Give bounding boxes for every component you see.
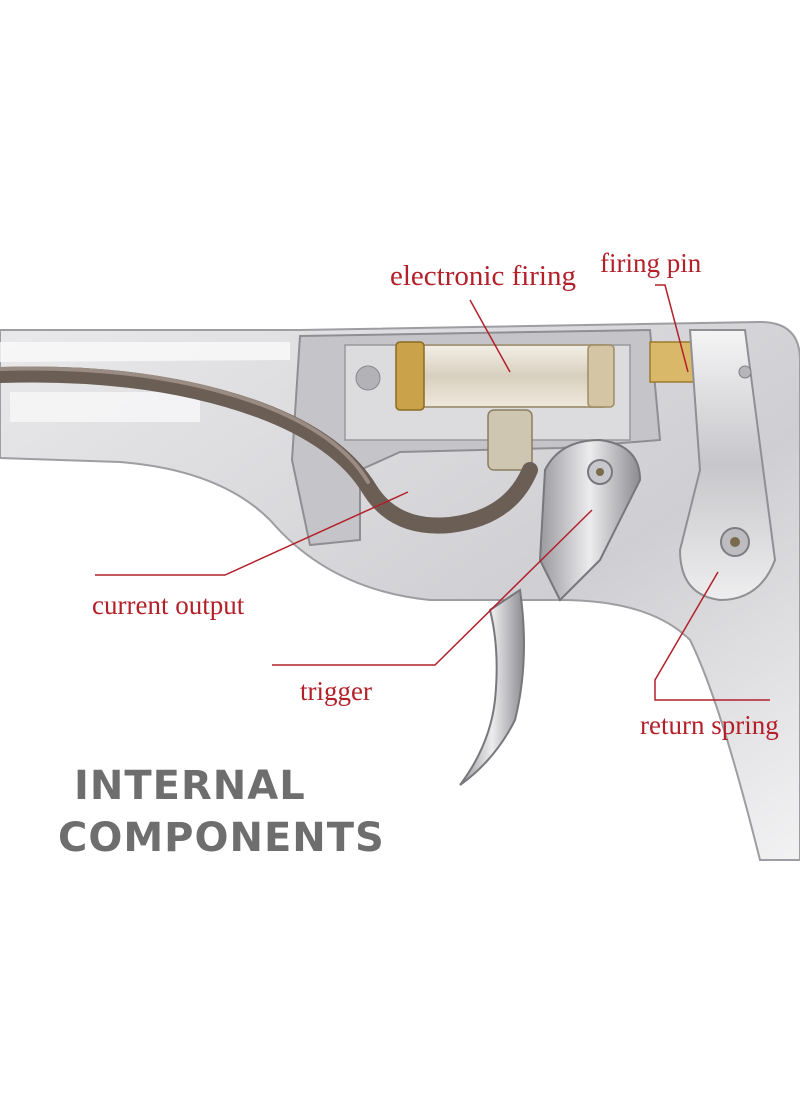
label-firing-pin: firing pin (600, 248, 702, 278)
sear-plate (538, 438, 642, 602)
leader-current-output (95, 491, 409, 576)
barrel-panel (10, 392, 200, 422)
connector (487, 409, 533, 471)
mechanism-screw (355, 365, 381, 391)
label-electronic-firing: electronic firing (390, 260, 576, 292)
caption-line-2: COMPONENTS (58, 815, 385, 861)
label-current-output: current output (92, 590, 245, 620)
tube-cap-left (395, 341, 425, 411)
lever-pivot-center (730, 537, 740, 547)
firing-tube (399, 344, 611, 408)
lever-pin (738, 365, 752, 379)
hammer-lever (678, 329, 777, 602)
leader-trigger (272, 509, 593, 666)
cable (0, 366, 538, 534)
sear-pivot-center (596, 468, 604, 476)
trigger-blade (459, 588, 525, 786)
cable-highlight (0, 366, 370, 484)
leader-electronic-firing (469, 299, 511, 373)
label-return-spring: return spring (640, 710, 779, 740)
leader-lines (95, 284, 770, 701)
tube-cap-right (587, 344, 615, 408)
caption-line-1: INTERNAL (74, 763, 306, 809)
leader-firing-pin (655, 284, 689, 373)
label-trigger: trigger (300, 676, 372, 706)
leader-return-spring (654, 571, 770, 701)
barrel-shine (0, 342, 290, 362)
